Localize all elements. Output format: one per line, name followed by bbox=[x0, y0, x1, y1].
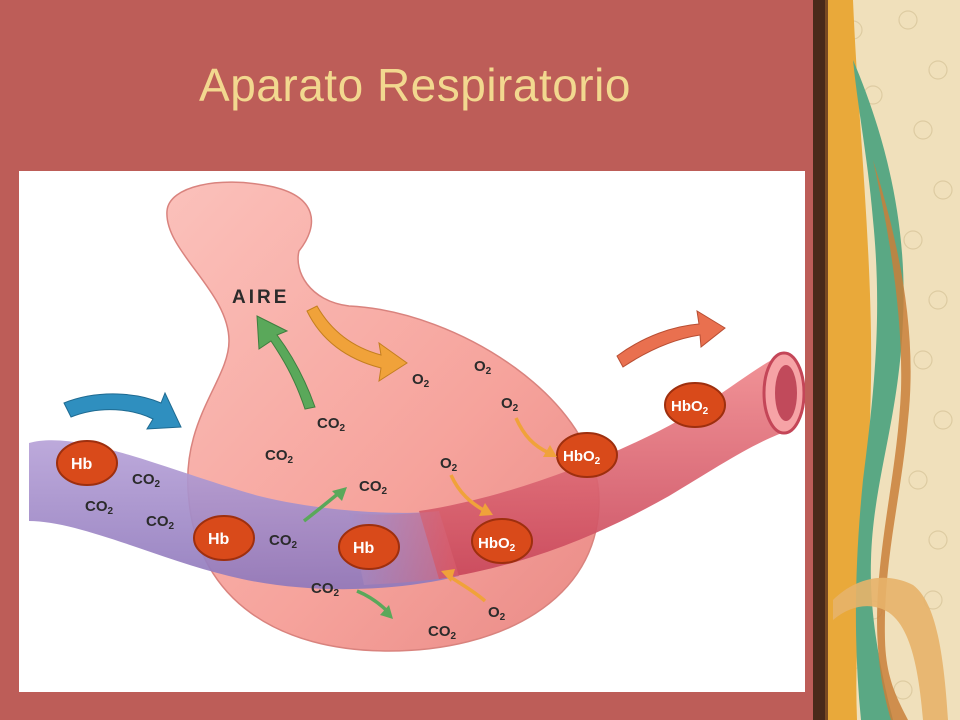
co2-diffusion-arrow-head bbox=[380, 605, 393, 619]
o2-diffusion-arrow bbox=[514, 417, 550, 455]
o2-label: O2 bbox=[412, 371, 430, 390]
co2-label: CO2 bbox=[359, 478, 388, 497]
co2-label: CO2 bbox=[428, 623, 457, 642]
o2-diffusion-arrow-head bbox=[543, 445, 557, 457]
o2-label: O2 bbox=[488, 604, 506, 623]
border-art bbox=[813, 0, 960, 720]
decorative-border bbox=[813, 0, 960, 720]
o2-label: O2 bbox=[440, 455, 458, 474]
diagram-svg: Hb Hb Hb HbO2 HbO2 HbO2 AIRE bbox=[29, 181, 805, 652]
red-cell bbox=[56, 440, 118, 486]
cell-label-hb: Hb bbox=[208, 531, 230, 548]
artery-lumen bbox=[775, 365, 797, 421]
co2-label: CO2 bbox=[85, 498, 114, 517]
red-cell bbox=[471, 518, 533, 564]
o2-diffusion-arrow-head bbox=[441, 569, 455, 582]
co2-label: CO2 bbox=[132, 471, 161, 490]
red-cell bbox=[556, 432, 618, 478]
co2-diffusion-arrow-head bbox=[332, 487, 347, 501]
o2-label: O2 bbox=[474, 358, 492, 377]
co2-label: CO2 bbox=[311, 580, 340, 599]
cell-label-hbo2: HbO2 bbox=[671, 398, 709, 417]
alveolus-diagram: Hb Hb Hb HbO2 HbO2 HbO2 AIRE bbox=[19, 171, 805, 692]
orange-inhale-arrow bbox=[306, 305, 408, 383]
cell-label-hb: Hb bbox=[353, 540, 375, 557]
o2-labels: O2 O2 O2 O2 O2 bbox=[412, 358, 519, 623]
border-light-ribbon bbox=[833, 577, 948, 720]
green-exhale-arrow bbox=[256, 315, 316, 410]
cell-label-hbo2: HbO2 bbox=[478, 535, 516, 554]
co2-label: CO2 bbox=[265, 447, 294, 466]
co2-label: CO2 bbox=[317, 415, 346, 434]
blue-inflow-arrow bbox=[63, 391, 182, 430]
cell-label-hbo2: HbO2 bbox=[563, 448, 601, 467]
o2-diffusion-arrow bbox=[449, 474, 486, 513]
co2-diffusion-arrow bbox=[356, 589, 389, 613]
o2-diffusion-arrow-head bbox=[479, 503, 493, 516]
air-label: AIRE bbox=[232, 287, 289, 308]
red-outflow-arrow bbox=[616, 310, 726, 368]
red-cell bbox=[338, 524, 400, 570]
co2-label: CO2 bbox=[146, 513, 175, 532]
co2-label: CO2 bbox=[269, 532, 298, 551]
cell-label-hb: Hb bbox=[71, 456, 93, 473]
red-cell bbox=[664, 382, 726, 428]
red-cell bbox=[193, 515, 255, 561]
co2-labels: CO2 CO2 CO2 CO2 CO2 CO2 CO2 CO2 CO2 bbox=[85, 415, 457, 642]
o2-label: O2 bbox=[501, 395, 519, 414]
slide-title: Aparato Respiratorio bbox=[199, 59, 631, 111]
